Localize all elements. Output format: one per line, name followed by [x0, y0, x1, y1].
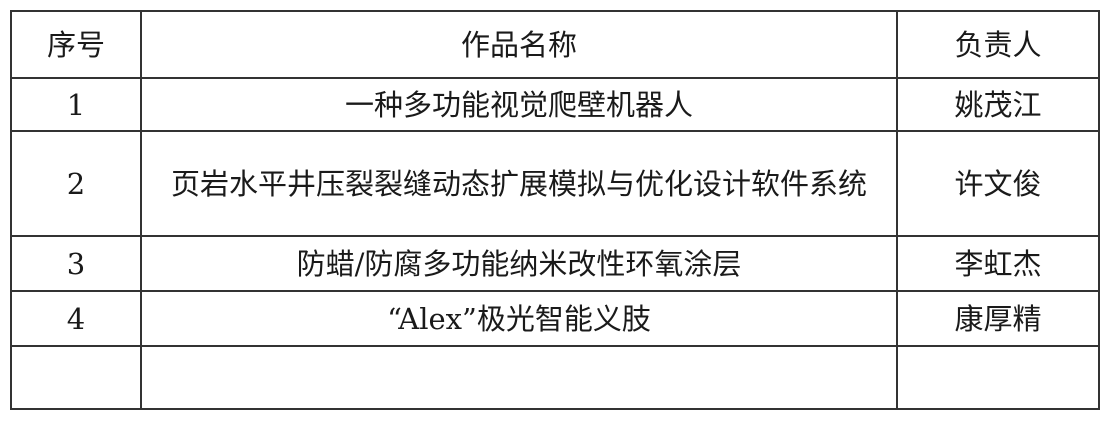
projects-table: 序号 作品名称 负责人 1 一种多功能视觉爬壁机器人 姚茂江 2 页岩水平井压裂… — [10, 10, 1100, 410]
cell-project-name: 防蜡/防腐多功能纳米改性环氧涂层 — [140, 235, 898, 292]
cell-number: 1 — [10, 77, 142, 132]
cell-number — [10, 345, 142, 410]
table-row: 3 防蜡/防腐多功能纳米改性环氧涂层 李虹杰 — [10, 235, 1100, 292]
header-number: 序号 — [10, 10, 142, 79]
cell-number: 4 — [10, 290, 142, 347]
cell-owner: 许文俊 — [896, 130, 1100, 237]
cell-project-name: “Alex”极光智能义肢 — [140, 290, 898, 347]
table-header-row: 序号 作品名称 负责人 — [10, 10, 1100, 79]
table-row: 1 一种多功能视觉爬壁机器人 姚茂江 — [10, 77, 1100, 132]
cell-number: 2 — [10, 130, 142, 237]
cell-project-name — [140, 345, 898, 410]
cell-owner — [896, 345, 1100, 410]
header-project-name: 作品名称 — [140, 10, 898, 79]
table-row: 4 “Alex”极光智能义肢 康厚精 — [10, 290, 1100, 347]
cell-owner: 姚茂江 — [896, 77, 1100, 132]
table-row: 2 页岩水平井压裂裂缝动态扩展模拟与优化设计软件系统 许文俊 — [10, 130, 1100, 237]
cell-owner: 康厚精 — [896, 290, 1100, 347]
cell-project-name: 一种多功能视觉爬壁机器人 — [140, 77, 898, 132]
cell-number: 3 — [10, 235, 142, 292]
header-owner: 负责人 — [896, 10, 1100, 79]
cell-owner: 李虹杰 — [896, 235, 1100, 292]
table-row-empty — [10, 345, 1100, 410]
cell-project-name: 页岩水平井压裂裂缝动态扩展模拟与优化设计软件系统 — [140, 130, 898, 237]
